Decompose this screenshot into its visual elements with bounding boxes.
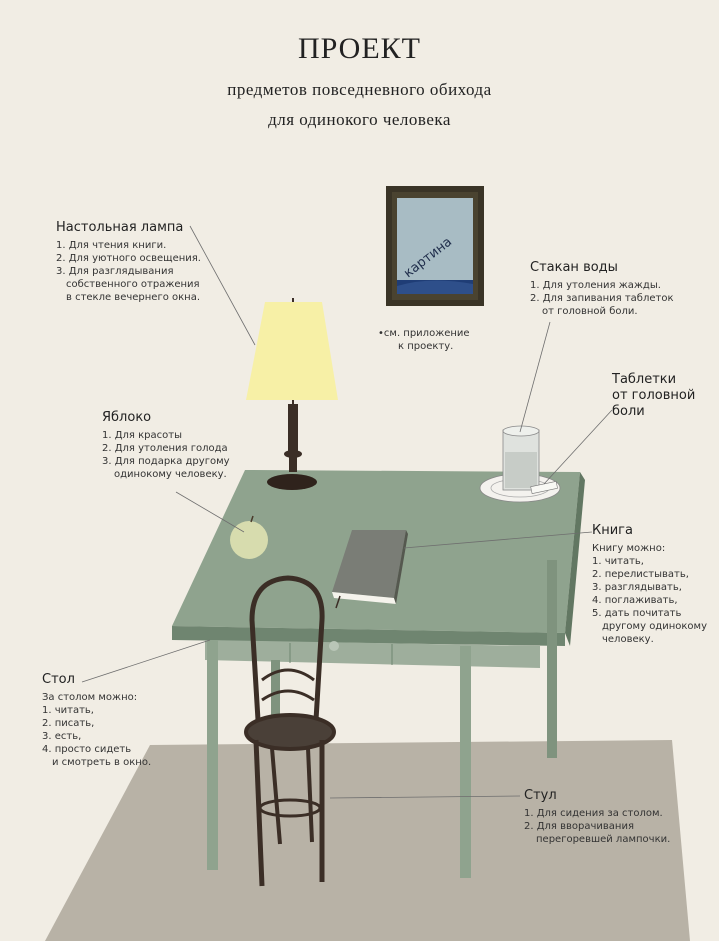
table-leg-back-left [271, 660, 280, 720]
table-side-edge [565, 472, 585, 646]
glass-item: 1. Для утоления жажды. [530, 280, 661, 291]
page-subtitle-line1: предметов повседневного обихода [227, 80, 492, 99]
apple-item: 2. Для утоления голода [102, 443, 228, 454]
pills-title-line1: Таблетки [612, 372, 677, 387]
book-item: другому одинокому [602, 621, 707, 632]
apple [230, 515, 268, 559]
lamp-item: собственного отражения [66, 279, 200, 290]
book-item: 3. разглядывать, [592, 582, 682, 593]
chair-item: перегоревшей лампочки. [536, 834, 671, 845]
picture-frame [386, 186, 484, 306]
table-item: 1. читать, [42, 705, 94, 716]
table-leg-front-right [460, 646, 471, 878]
chair-item: 1. Для сидения за столом. [524, 808, 663, 819]
pills-title-line2: от головной [612, 388, 696, 403]
book [332, 530, 408, 609]
table-leg-back-right [547, 560, 557, 758]
table-lamp [246, 298, 338, 490]
apple-item: 1. Для красоты [102, 430, 182, 441]
leader-book [403, 531, 593, 549]
book-item: 4. поглаживать, [592, 595, 678, 606]
pills-annotation: Таблетки от головной боли [612, 372, 712, 420]
lamp-title: Настольная лампа [56, 220, 184, 235]
lamp-item: 2. Для уютного освещения. [56, 253, 201, 264]
leader-chair [329, 795, 521, 799]
table-apron [205, 640, 540, 668]
table-annotation: Стол За столом можно: 1. читать, 2. писа… [42, 672, 182, 769]
leader-pills [543, 409, 613, 485]
book-item: 1. читать, [592, 556, 644, 567]
chair-annotation: Стул 1. Для сидения за столом. 2. Для вв… [524, 788, 714, 846]
lamp-item: в стекле вечернего окна. [66, 292, 201, 303]
table-item: 3. есть, [42, 731, 82, 742]
leader-glass [519, 321, 551, 433]
glass-item: 2. Для запивания таблеток [530, 293, 674, 304]
glass-item: от головной боли. [542, 306, 638, 317]
table-item: 2. писать, [42, 718, 95, 729]
book-title: Книга [592, 523, 633, 538]
glass-of-water [479, 425, 561, 503]
leader-table [81, 639, 211, 683]
picture-note-line2: к проекту. [398, 341, 454, 352]
book-item: 5. дать почитать [592, 608, 682, 619]
pills-title-line3: боли [612, 404, 645, 419]
book-item: человеку. [602, 634, 654, 645]
apple-annotation: Яблоко 1. Для красоты 2. Для утоления го… [102, 410, 272, 481]
book-annotation: Книга Книгу можно: 1. читать, 2. перелис… [592, 523, 718, 646]
leader-lamp [189, 225, 256, 346]
table-intro: За столом можно: [42, 692, 138, 703]
chair [244, 575, 336, 887]
book-intro: Книгу можно: [592, 543, 666, 554]
table-front-edge [172, 626, 565, 646]
lamp-item: 1. Для чтения книги. [56, 240, 167, 251]
leader-apple [175, 491, 245, 533]
lamp-item: 3. Для разглядывания [56, 266, 174, 277]
floor-rug [45, 740, 690, 941]
lamp-annotation: Настольная лампа 1. Для чтения книги. 2.… [56, 220, 236, 304]
table-title: Стол [42, 672, 75, 687]
glass-annotation: Стакан воды 1. Для утоления жажды. 2. Дл… [530, 260, 710, 318]
table-leg-front-left [207, 640, 218, 870]
book-item: 2. перелистывать, [592, 569, 689, 580]
drawer-knob [329, 641, 339, 651]
chair-title: Стул [524, 788, 557, 803]
apple-item: одинокому человеку. [114, 469, 227, 480]
picture-note-line1: •см. приложение [378, 328, 470, 339]
table-item: и смотреть в окно. [52, 757, 152, 768]
table-item: 4. просто сидеть [42, 744, 132, 755]
picture-note: •см. приложение к проекту. [378, 327, 470, 353]
chair-item: 2. Для вворачивания [524, 821, 634, 832]
page-subtitle-line2: для одинокого человека [268, 110, 451, 129]
glass-title: Стакан воды [530, 260, 618, 275]
page-title: ПРОЕКТ [297, 32, 422, 65]
apple-item: 3. Для подарка другому [102, 456, 230, 467]
apple-title: Яблоко [102, 410, 152, 425]
